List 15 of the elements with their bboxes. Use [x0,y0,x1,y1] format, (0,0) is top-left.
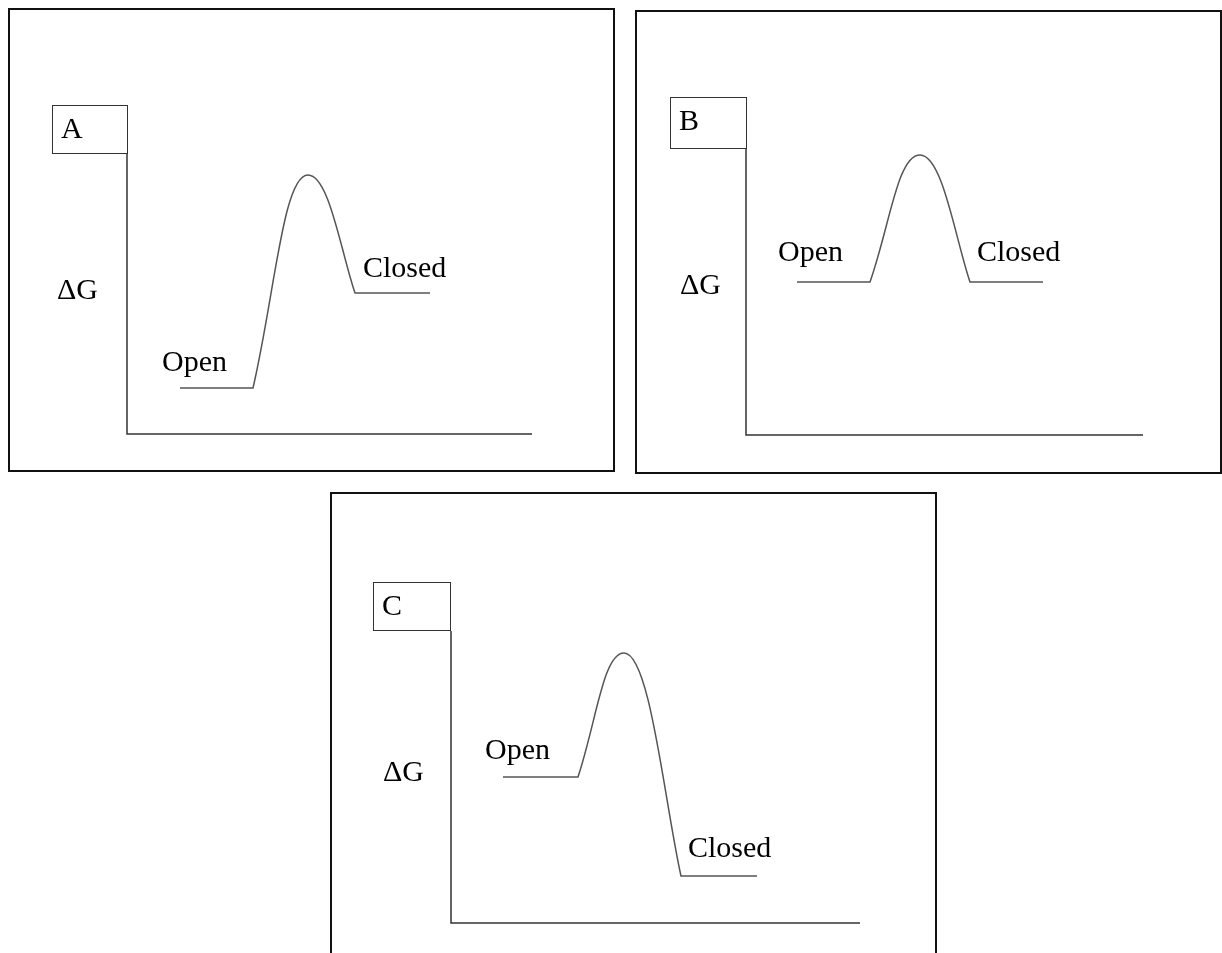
panel-label: B [670,97,747,149]
diagram-panel [330,492,937,953]
axis-label: ΔG [383,755,424,787]
diagram-panel [635,10,1222,474]
state-label: Closed [363,251,447,283]
state-label: Open [778,235,843,267]
diagram-panel [8,8,615,472]
panel-label: A [52,105,128,154]
state-label: Closed [977,235,1061,267]
state-label: Closed [688,831,772,863]
panel-label: C [373,582,451,631]
state-label: Open [485,733,550,765]
state-label: Open [162,345,227,377]
axis-label: ΔG [57,273,98,305]
axis-label: ΔG [680,268,721,300]
